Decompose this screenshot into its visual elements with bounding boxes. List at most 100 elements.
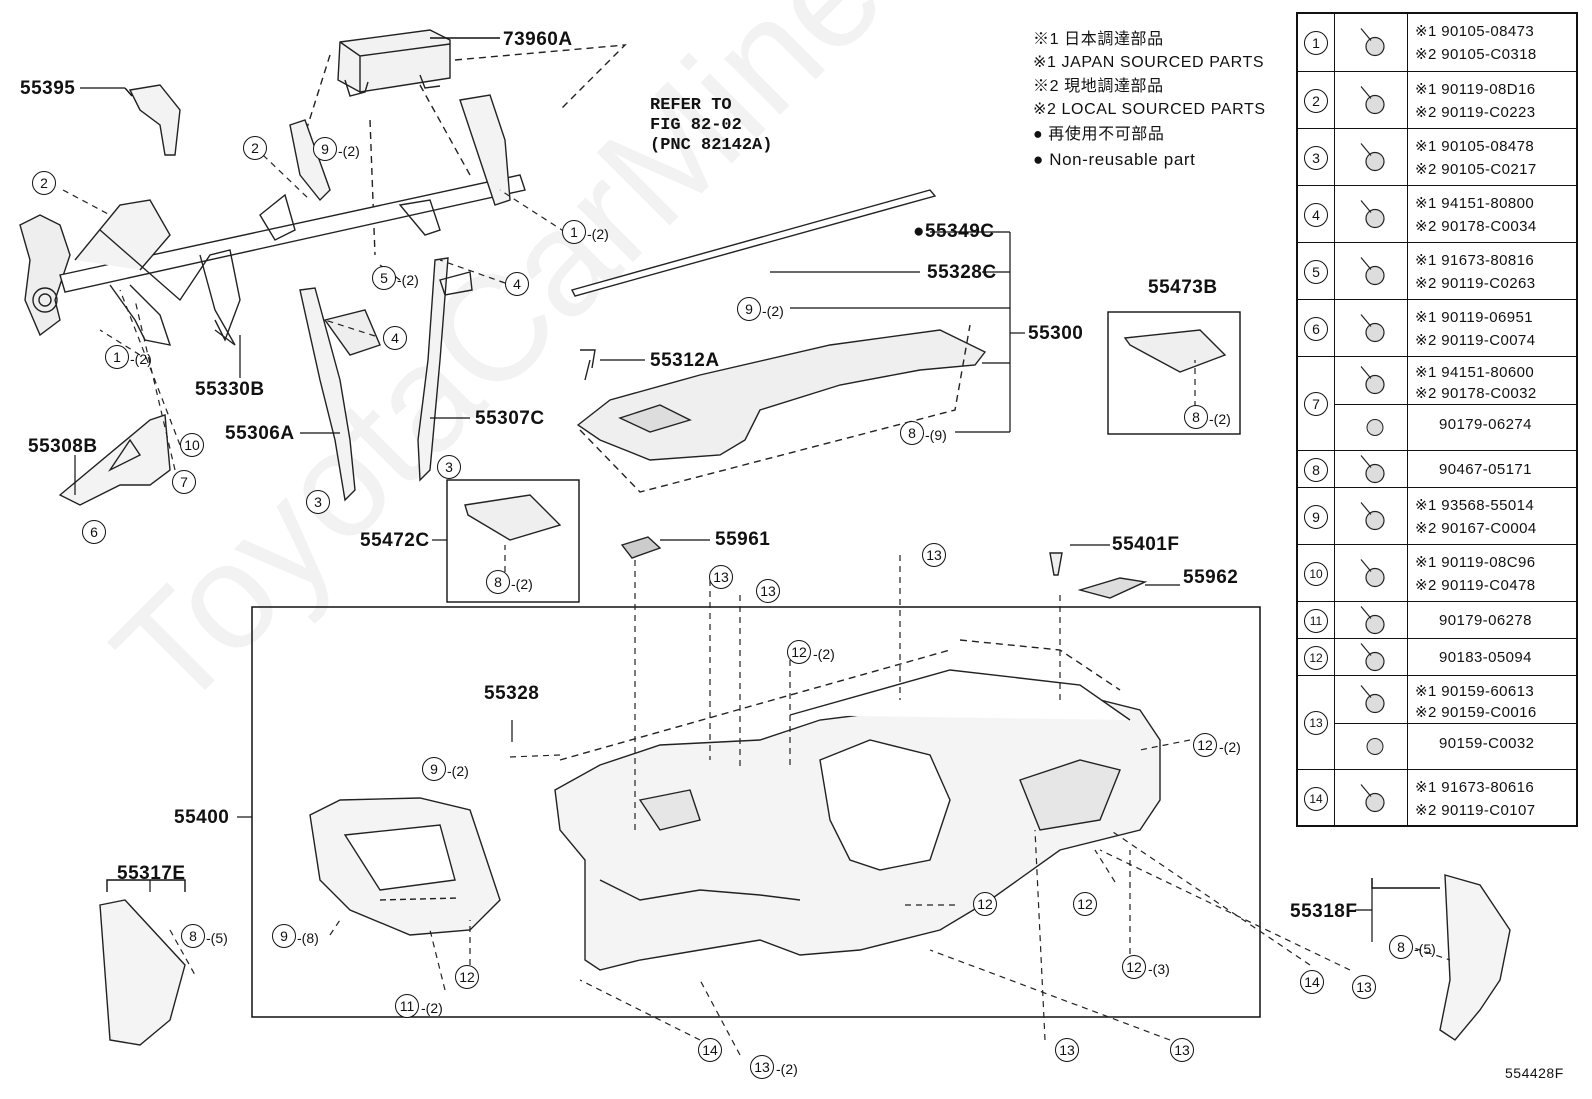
legend-number: 13 — [1304, 711, 1328, 735]
legend-part-number[interactable]: ※1 90119-06951 — [1415, 309, 1533, 326]
callout-13[interactable]: 13 — [922, 543, 946, 567]
legend-part-number[interactable]: ※2 90159-C0016 — [1415, 704, 1537, 721]
legend-part-number[interactable]: ※2 90178-C0034 — [1415, 218, 1537, 235]
label-55308B[interactable]: 55308B — [28, 436, 98, 457]
legend-part-number[interactable]: ※1 94151-80600 — [1415, 364, 1535, 381]
legend-part-number[interactable]: ※1 93568-55014 — [1415, 497, 1535, 514]
callout-3[interactable]: 3 — [306, 490, 330, 514]
legend-part-number[interactable]: ※1 90105-08473 — [1415, 23, 1535, 40]
callout-8[interactable]: 8 — [900, 421, 924, 445]
note-nonreusable-jp: ● 再使用不可部品 — [1033, 126, 1165, 143]
legend-part-number[interactable]: ※1 90119-08D16 — [1415, 81, 1536, 98]
legend-part-number[interactable]: ※1 90119-08C96 — [1415, 554, 1536, 571]
label-55400[interactable]: 55400 — [174, 807, 230, 828]
label-55312A[interactable]: 55312A — [650, 350, 720, 371]
legend-part-number[interactable]: ※2 90119-C0107 — [1415, 802, 1536, 819]
legend-part-number[interactable]: 90179-06278 — [1439, 611, 1532, 629]
legend-part-number[interactable]: ※2 90119-C0074 — [1415, 332, 1536, 349]
callout-12[interactable]: 12 — [973, 892, 997, 916]
callout-14[interactable]: 14 — [1300, 970, 1324, 994]
legend-part-number[interactable]: ※1 91673-80616 — [1415, 779, 1535, 796]
legend-number-cell: 8 — [1298, 451, 1335, 488]
label-55349C[interactable]: ●55349C — [913, 221, 995, 242]
callout-12[interactable]: 12 — [1122, 955, 1146, 979]
legend-number-cell: 6 — [1298, 300, 1335, 357]
callout-13[interactable]: 13 — [1352, 975, 1376, 999]
callout-1[interactable]: 1 — [105, 345, 129, 369]
callout-1[interactable]: 1 — [562, 220, 586, 244]
label-55306A[interactable]: 55306A — [225, 423, 295, 444]
refer-to-fig[interactable]: REFER TO FIG 82-02 (PNC 82142A) — [650, 96, 773, 155]
reinforcement-assembly — [19, 84, 526, 346]
callout-10[interactable]: 10 — [180, 433, 204, 457]
legend-part-number[interactable]: ※2 90178-C0032 — [1415, 385, 1537, 402]
legend-part-number[interactable]: 90183-05094 — [1439, 648, 1532, 666]
callout-12[interactable]: 12 — [787, 640, 811, 664]
callout-13[interactable]: 13 — [750, 1055, 774, 1079]
legend-part-number[interactable]: ※2 90119-C0223 — [1415, 104, 1536, 121]
callout-4[interactable]: 4 — [505, 272, 529, 296]
label-55318F[interactable]: 55318F — [1290, 901, 1358, 922]
legend-number: 8 — [1304, 457, 1328, 482]
callout-8[interactable]: 8 — [181, 924, 205, 948]
callout-3[interactable]: 3 — [437, 455, 461, 479]
legend-part-number[interactable]: ※1 90159-60613 — [1415, 683, 1535, 700]
legend-part-number[interactable]: ※1 91673-80816 — [1415, 252, 1535, 269]
label-55395[interactable]: 55395 — [20, 78, 76, 99]
callout-8[interactable]: 8 — [486, 570, 510, 594]
label-55328[interactable]: 55328 — [484, 683, 540, 704]
callout-12[interactable]: 12 — [1073, 892, 1097, 916]
callout-12[interactable]: 12 — [455, 965, 479, 989]
label-55401F[interactable]: 55401F — [1112, 534, 1180, 555]
callout-7[interactable]: 7 — [172, 470, 196, 494]
box-55472C — [446, 479, 580, 603]
callout-4[interactable]: 4 — [383, 326, 407, 350]
callout-14[interactable]: 14 — [698, 1038, 722, 1062]
callout-9[interactable]: 9 — [737, 297, 761, 321]
legend-part-number[interactable]: ※2 90119-C0478 — [1415, 577, 1536, 594]
callout-5[interactable]: 5 — [372, 266, 396, 290]
callout-13[interactable]: 13 — [1055, 1038, 1079, 1062]
qty-8: -(2) — [1209, 411, 1231, 427]
legend-part-number[interactable]: 90467-05171 — [1439, 460, 1532, 478]
legend-part-number[interactable]: ※2 90105-C0217 — [1415, 161, 1537, 178]
legend-row: 1※1 90105-08473※2 90105-C0318 — [1298, 14, 1576, 71]
callout-2[interactable]: 2 — [32, 171, 56, 195]
callout-13[interactable]: 13 — [1170, 1038, 1194, 1062]
legend-part-number[interactable]: ※2 90105-C0318 — [1415, 46, 1537, 63]
legend-part-number[interactable]: 90159-C0032 — [1439, 735, 1535, 752]
callout-11[interactable]: 11 — [395, 994, 419, 1018]
label-55961[interactable]: 55961 — [715, 529, 771, 550]
airbag-module-shape — [337, 29, 500, 97]
label-55317E[interactable]: 55317E — [117, 863, 186, 884]
legend-part-number[interactable]: ※1 90105-08478 — [1415, 138, 1535, 155]
callout-12[interactable]: 12 — [1193, 733, 1217, 757]
callout-13[interactable]: 13 — [756, 579, 780, 603]
legend-part-number[interactable]: ※2 90167-C0004 — [1415, 520, 1537, 537]
legend-part-number[interactable]: 90179-06274 — [1439, 416, 1532, 433]
label-55472C[interactable]: 55472C — [360, 530, 430, 551]
callout-9[interactable]: 9 — [313, 137, 337, 161]
qty-12: -(2) — [813, 646, 835, 662]
legend-number-cell: 14 — [1298, 770, 1335, 827]
label-55328C[interactable]: 55328C — [927, 262, 997, 283]
callout-2[interactable]: 2 — [243, 136, 267, 160]
callout-6[interactable]: 6 — [82, 520, 106, 544]
callout-9[interactable]: 9 — [272, 924, 296, 948]
label-55300[interactable]: 55300 — [1028, 323, 1084, 344]
legend-number: 3 — [1304, 145, 1328, 170]
legend-part-number[interactable]: ※2 90119-C0263 — [1415, 275, 1536, 292]
label-55962[interactable]: 55962 — [1183, 567, 1239, 588]
callout-13[interactable]: 13 — [709, 565, 733, 589]
label-55330B[interactable]: 55330B — [195, 379, 265, 400]
label-55473B[interactable]: 55473B — [1148, 277, 1218, 298]
callout-8[interactable]: 8 — [1184, 405, 1208, 429]
legend-part-number[interactable]: ※1 94151-80800 — [1415, 195, 1535, 212]
label-73960A[interactable]: 73960A — [503, 29, 573, 50]
callout-8[interactable]: 8 — [1389, 935, 1413, 959]
qty-9: -(2) — [762, 303, 784, 319]
label-55307C[interactable]: 55307C — [475, 408, 545, 429]
callout-9[interactable]: 9 — [422, 757, 446, 781]
